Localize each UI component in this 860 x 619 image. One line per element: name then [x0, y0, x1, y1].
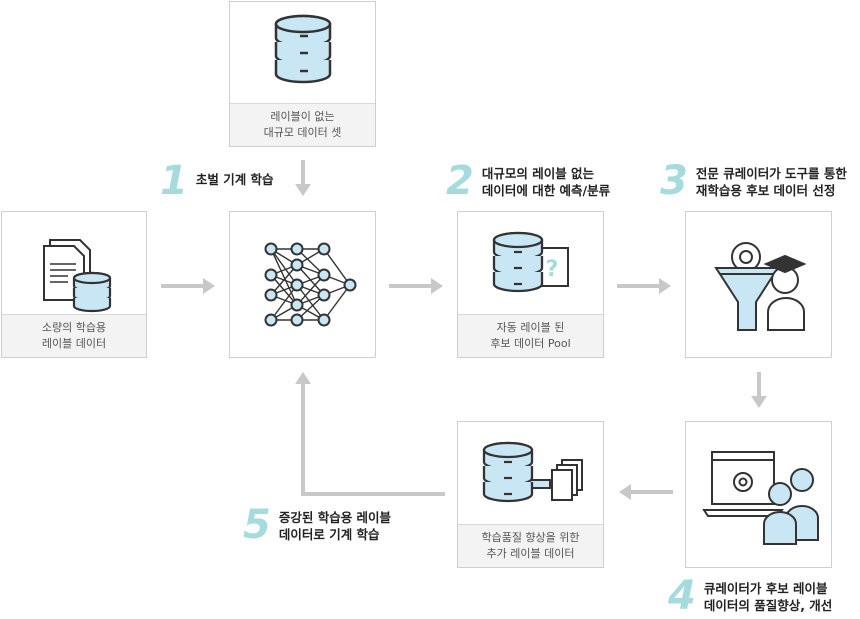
- step-text: 전문 큐레이터가 도구를 통한: [695, 166, 847, 181]
- step-number: 4: [668, 573, 696, 619]
- documents-database-icon: [43, 239, 112, 313]
- step-number: 3: [660, 158, 688, 204]
- box-caption: 추가 레이블 데이터: [486, 547, 575, 560]
- arrow-right-icon: [161, 278, 215, 294]
- step-number: 2: [446, 158, 474, 204]
- step-text: 데이터의 품질향상, 개선: [703, 598, 833, 613]
- database-icon: [274, 14, 332, 84]
- box-caption: 학습품질 향상을 위한: [481, 531, 580, 544]
- curator-funnel-icon: [714, 242, 807, 331]
- model-box: [229, 211, 376, 358]
- loop-arrow-icon: [295, 372, 445, 496]
- step-5-label: 5 증강된 학습용 레이블 데이터로 기계 학습: [243, 505, 391, 545]
- box-caption: 대규모 데이터 셋: [263, 126, 342, 139]
- curation-tool-box: [685, 421, 832, 568]
- box-caption: 소량의 학습용: [41, 321, 107, 334]
- step-text: 증강된 학습용 레이블: [278, 510, 392, 525]
- step-1-label: 1 초벌 기계 학습: [160, 161, 274, 201]
- step-2-label: 2 대규모의 레이블 없는 데이터에 대한 예측/분류: [446, 161, 610, 201]
- box-caption: 레이블이 없는: [270, 110, 335, 123]
- unlabeled-dataset-box: 레이블이 없는 대규모 데이터 셋: [229, 1, 376, 147]
- curation-tool-icon: [702, 451, 819, 545]
- svg-text:?: ?: [546, 257, 559, 282]
- step-number: 1: [160, 158, 188, 204]
- database-question-icon: ?: [492, 231, 569, 293]
- step-text: 데이터에 대한 예측/분류: [481, 183, 611, 198]
- small-labeled-data-box: 소량의 학습용 레이블 데이터: [1, 211, 147, 358]
- box-caption: 자동 레이블 된: [496, 321, 565, 334]
- arrow-right-icon: [617, 278, 671, 294]
- step-3-label: 3 전문 큐레이터가 도구를 통한 재학습용 후보 데이터 선정: [660, 161, 847, 201]
- arrow-down-icon: [751, 372, 767, 408]
- curator-selection-box: [685, 211, 832, 358]
- step-text: 재학습용 후보 데이터 선정: [695, 183, 836, 198]
- arrow-left-icon: [619, 484, 673, 500]
- step-number: 5: [243, 502, 271, 548]
- auto-labeled-pool-box: ? 자동 레이블 된 후보 데이터 Pool: [457, 211, 604, 358]
- box-caption: 후보 데이터 Pool: [490, 337, 571, 350]
- step-text: 대규모의 레이블 없는: [481, 166, 595, 181]
- neural-network-icon: [264, 242, 357, 327]
- step-text: 큐레이터가 후보 레이블: [703, 581, 828, 596]
- arrow-right-icon: [389, 278, 443, 294]
- additional-labels-box: 학습품질 향상을 위한 추가 레이블 데이터: [457, 421, 604, 568]
- step-text: 데이터로 기계 학습: [278, 527, 380, 542]
- arrow-down-icon: [295, 160, 311, 196]
- database-import-icon: [482, 441, 583, 503]
- step-4-label: 4 큐레이터가 후보 레이블 데이터의 품질향상, 개선: [668, 576, 832, 616]
- step-text: 초벌 기계 학습: [195, 172, 274, 187]
- box-caption: 레이블 데이터: [41, 337, 107, 350]
